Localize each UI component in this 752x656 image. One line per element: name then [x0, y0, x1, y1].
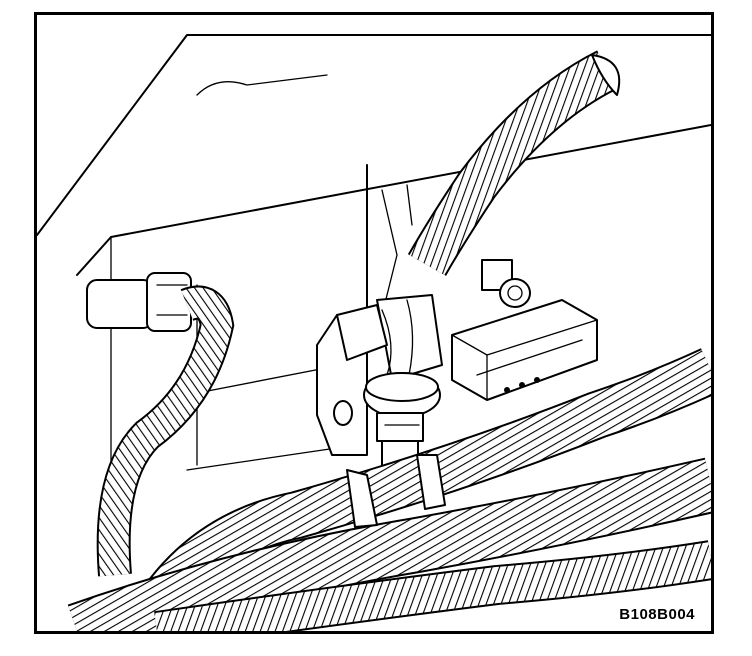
left-wiring-harness — [96, 285, 235, 577]
illustration-frame: B108B004 — [34, 12, 714, 634]
figure-code: B108B004 — [619, 606, 695, 623]
module-bolt — [481, 259, 531, 308]
lower-wiring-harness-2 — [67, 457, 711, 631]
electronic-module — [451, 299, 598, 401]
harness-clamp — [346, 454, 446, 528]
left-connector — [86, 272, 192, 332]
engine-wiring-illustration — [37, 34, 711, 631]
upper-wiring-harness — [407, 50, 621, 276]
lower-wiring-harness-3 — [154, 540, 711, 631]
